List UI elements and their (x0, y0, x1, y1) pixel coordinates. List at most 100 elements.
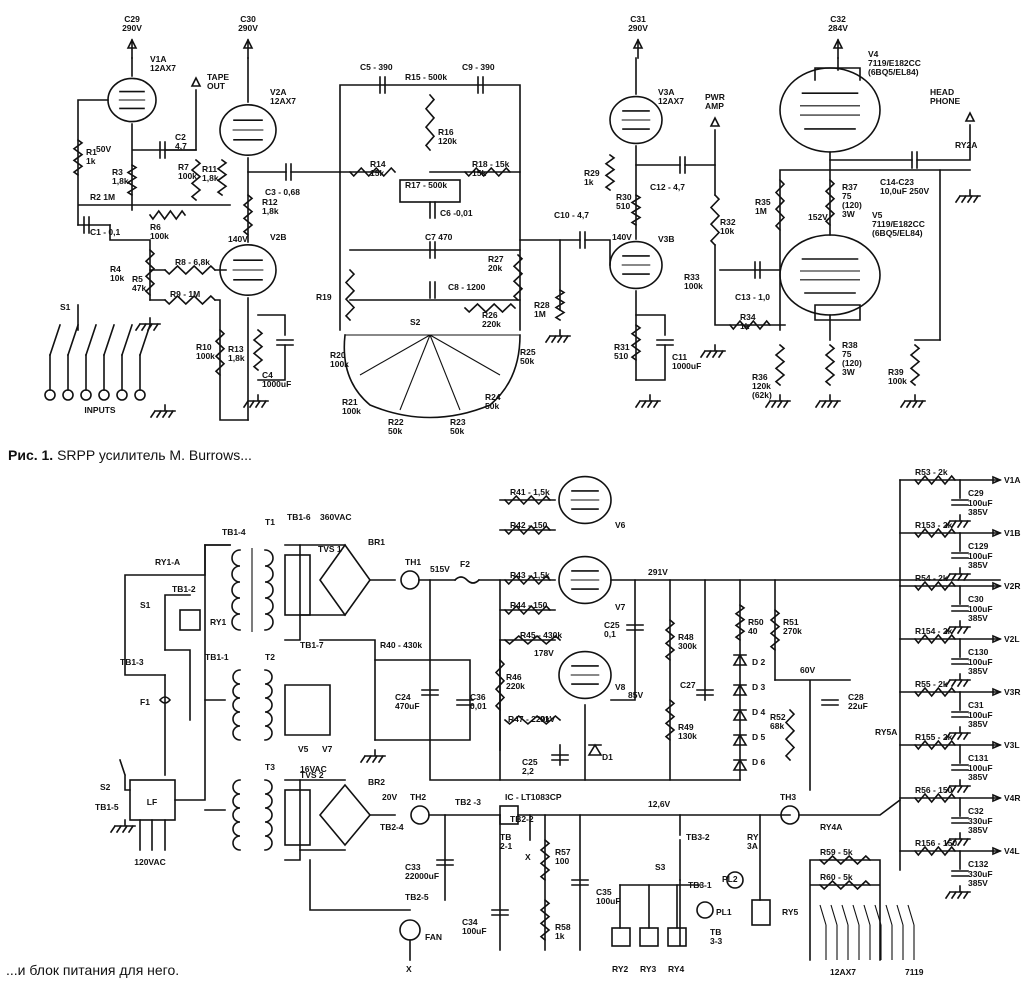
capacitor (83, 216, 90, 234)
label-d5: D 5 (752, 732, 766, 742)
rail-capacitor-value: 385V (968, 878, 988, 888)
capacitor (951, 817, 969, 824)
ground-symbol (109, 819, 136, 834)
heater-filament (896, 904, 904, 960)
wire (610, 579, 636, 701)
output-arrow (709, 116, 721, 127)
ground-symbol (899, 394, 926, 409)
ground-symbol (944, 832, 971, 847)
rail-arrow (992, 581, 1003, 591)
label-tvs2: TVS 2 (300, 770, 324, 780)
label-12-6v: 12,6V (648, 799, 671, 809)
label-ic: IC - LT1083CP (505, 792, 562, 802)
capacitor-label-c5: C5 - 390 (360, 62, 393, 72)
wire (559, 239, 611, 311)
rail-capacitor-label: C31 (968, 700, 984, 710)
rail-resistor-label: R55 - 2k (915, 679, 948, 689)
capacitor-label-c1: C1 - 0,1 (90, 227, 121, 237)
resistor-label-r17: R17 - 500k (405, 180, 447, 190)
label-v91: 91V (540, 714, 555, 724)
voltage-152v: 152V (808, 212, 828, 222)
output-arrow (126, 38, 138, 49)
wire (118, 758, 131, 791)
ground-symbol (544, 329, 571, 344)
ground-symbol (954, 189, 981, 204)
rail-output-label: V4L (1004, 846, 1020, 856)
label-br2: BR2 (368, 777, 385, 787)
heater-filament (907, 904, 915, 960)
label-tb2-2: TB2-2 (510, 814, 534, 824)
capacitor (626, 624, 644, 631)
diode (732, 733, 748, 746)
capacitor (951, 499, 969, 506)
switch-contact (429, 334, 501, 376)
relay-ry3 (639, 927, 659, 947)
label-tb1-5: TB1-5 (95, 802, 119, 812)
rail-capacitor-label: C132 (968, 859, 989, 869)
label-tvs1: TVS 1 (318, 544, 342, 554)
resistor (348, 166, 397, 178)
wire (257, 314, 286, 336)
resistor (709, 193, 721, 247)
label-t3: T3 (265, 762, 275, 772)
label-ry4a: RY4A (820, 822, 842, 832)
rail-arrow (992, 793, 1003, 803)
rail-arrow (992, 687, 1003, 697)
label-r42: R42 - 150 (510, 520, 548, 530)
label-r47: R47 - 220k (508, 714, 550, 724)
resistor (909, 343, 921, 387)
wire (619, 879, 701, 946)
rail-capacitor-value: 385V (968, 666, 988, 676)
resistor (913, 739, 957, 751)
label-r40: R40 - 430k (380, 640, 422, 650)
transformer-winding (264, 669, 273, 741)
wire (798, 798, 902, 816)
output-arrow (190, 76, 202, 87)
capacitor (951, 870, 969, 877)
label-d2: D 2 (752, 657, 766, 667)
rail-capacitor-value: 330uF (968, 816, 993, 826)
wire (374, 659, 471, 741)
rail-arrow (992, 528, 1003, 538)
rail-capacitor-value: 385V (968, 719, 988, 729)
output-arrow (964, 111, 976, 122)
heater-filament (830, 904, 838, 960)
capacitor-label-c10: C10 - 4,7 (554, 210, 589, 220)
heater-filament (874, 904, 882, 960)
ground-symbol (764, 394, 791, 409)
heater-filament (885, 904, 893, 960)
wire (164, 594, 191, 651)
rail-output-label: V3L (1004, 740, 1020, 750)
capacitor (429, 281, 436, 299)
label-v6: V6 (615, 520, 626, 530)
rail-output-label: V3R (1004, 687, 1021, 697)
label-12ax7-heaters: 12AX7 (830, 967, 856, 977)
voltage-140v-b: 140V (612, 232, 632, 242)
pilot-lamp-pl1 (696, 901, 714, 919)
label-t1: T1 (265, 517, 275, 527)
inputs-label: INPUTS (84, 405, 116, 415)
output-arrow (632, 38, 644, 49)
wire (149, 269, 249, 421)
input-jack (116, 389, 128, 401)
wire (48, 323, 62, 357)
label-pl1: PL1 (716, 907, 732, 917)
capacitor (551, 754, 569, 761)
capacitor (379, 76, 386, 94)
ground-symbol (634, 394, 661, 409)
